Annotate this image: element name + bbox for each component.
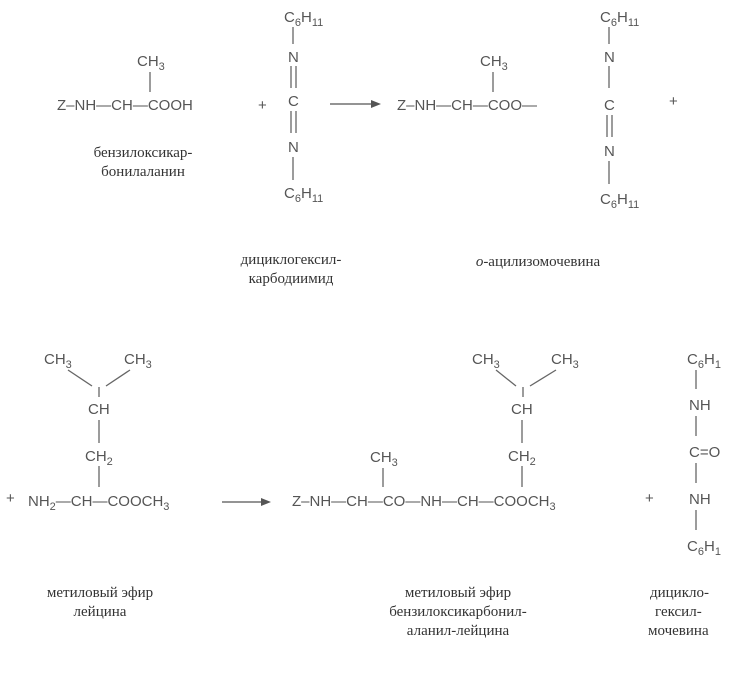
dipeptide-name-line-3: аланил-лейцина (407, 623, 510, 639)
dipeptide-alanine-methyl: CH3 (370, 449, 398, 469)
urea-carbonyl: C=O (689, 444, 720, 461)
dcc-n-top: N (288, 49, 299, 66)
plus-sign-lead: + (6, 490, 15, 507)
urea-name-line-3: мочевина (648, 623, 709, 639)
dcc-name-line-2: карбодиимид (249, 271, 334, 287)
leucine-name-line-1: метиловый эфир (47, 585, 153, 601)
byproduct-dicyclohexylurea: C6H1 NH C=O NH C6H1 дицикло- гексил- моч… (648, 351, 721, 639)
isourea-chain: Z–NH—CH—COO— (397, 97, 537, 114)
urea-top-cyclohexyl: C6H1 (687, 351, 721, 371)
leucine-isopropyl-bond-right (105, 369, 131, 387)
reaction-arrow-2 (222, 498, 271, 506)
dcc-c-center: C (288, 93, 299, 110)
leucine-isopropyl-bond-left (67, 369, 93, 387)
reactant-dicyclohexylcarbodiimide: C6H11 N C N C6H11 дициклогексил- карбоди… (241, 9, 342, 287)
urea-bottom-cyclohexyl: C6H1 (687, 538, 721, 558)
reactant-leucine-methyl-ester: CH3 CH3 CH CH2 NH2—CH—COOCH3 метиловый э… (28, 351, 169, 620)
leucine-methyl-left: CH3 (44, 351, 72, 371)
urea-nh-bottom: NH (689, 491, 711, 508)
leucine-ch2: CH2 (85, 448, 113, 468)
dcc-top-cyclohexyl: C6H11 (284, 9, 323, 29)
isourea-methyl-group: CH3 (480, 53, 508, 73)
alanine-name-line-1: бензилоксикар- (94, 145, 193, 161)
dipeptide-ch2: CH2 (508, 448, 536, 468)
dcc-n-bottom: N (288, 139, 299, 156)
dipeptide-isopropyl-bond-left (495, 369, 517, 387)
dcc-bottom-cyclohexyl: C6H11 (284, 185, 323, 205)
isourea-top-cyclohexyl: C6H11 (600, 9, 639, 29)
dipeptide-ch: CH (511, 401, 533, 418)
isourea-bottom-cyclohexyl: C6H11 (600, 191, 639, 211)
dipeptide-name-line-1: метиловый эфир (405, 585, 511, 601)
plus-sign-3: + (645, 490, 654, 507)
leucine-ch: CH (88, 401, 110, 418)
isourea-name: o-ацилизомочевина (476, 254, 601, 270)
urea-nh-top: NH (689, 397, 711, 414)
plus-sign-1: + (258, 97, 267, 114)
urea-name-line-2: гексил- (655, 604, 702, 620)
reaction-arrow-1 (330, 100, 381, 108)
dipeptide-name-line-2: бензилоксикарбонил- (389, 604, 527, 620)
plus-sign-2: + (669, 93, 678, 110)
dipeptide-methyl-left: CH3 (472, 351, 500, 371)
urea-name-line-1: дицикло- (650, 585, 709, 601)
product-dipeptide-ester: CH3 CH3 CH3 CH CH2 Z–NH—CH—CO—NH—CH—COOC… (292, 351, 579, 639)
isourea-n-bottom: N (604, 143, 615, 160)
reactant-benzyloxycarbonylalanine: CH3 Z–NH—CH—COOH бензилоксикар- бонилала… (57, 53, 193, 180)
dcc-name-line-1: дициклогексил- (241, 252, 342, 268)
alanine-name-line-2: бонилаланин (101, 164, 185, 180)
leucine-chain: NH2—CH—COOCH3 (28, 493, 169, 513)
dipeptide-chain: Z–NH—CH—CO—NH—CH—COOCH3 (292, 493, 556, 513)
leucine-methyl-right: CH3 (124, 351, 152, 371)
dipeptide-methyl-right: CH3 (551, 351, 579, 371)
dipeptide-isopropyl-bond-right (529, 369, 557, 387)
product-o-acylisourea: CH3 Z–NH—CH—COO— C6H11 N C N C6H11 o-аци… (397, 9, 639, 270)
isourea-n-top: N (604, 49, 615, 66)
alanine-methyl-group: CH3 (137, 53, 165, 73)
isourea-c-center: C (604, 97, 615, 114)
leucine-name-line-2: лейцина (74, 604, 127, 620)
alanine-chain: Z–NH—CH—COOH (57, 97, 193, 114)
